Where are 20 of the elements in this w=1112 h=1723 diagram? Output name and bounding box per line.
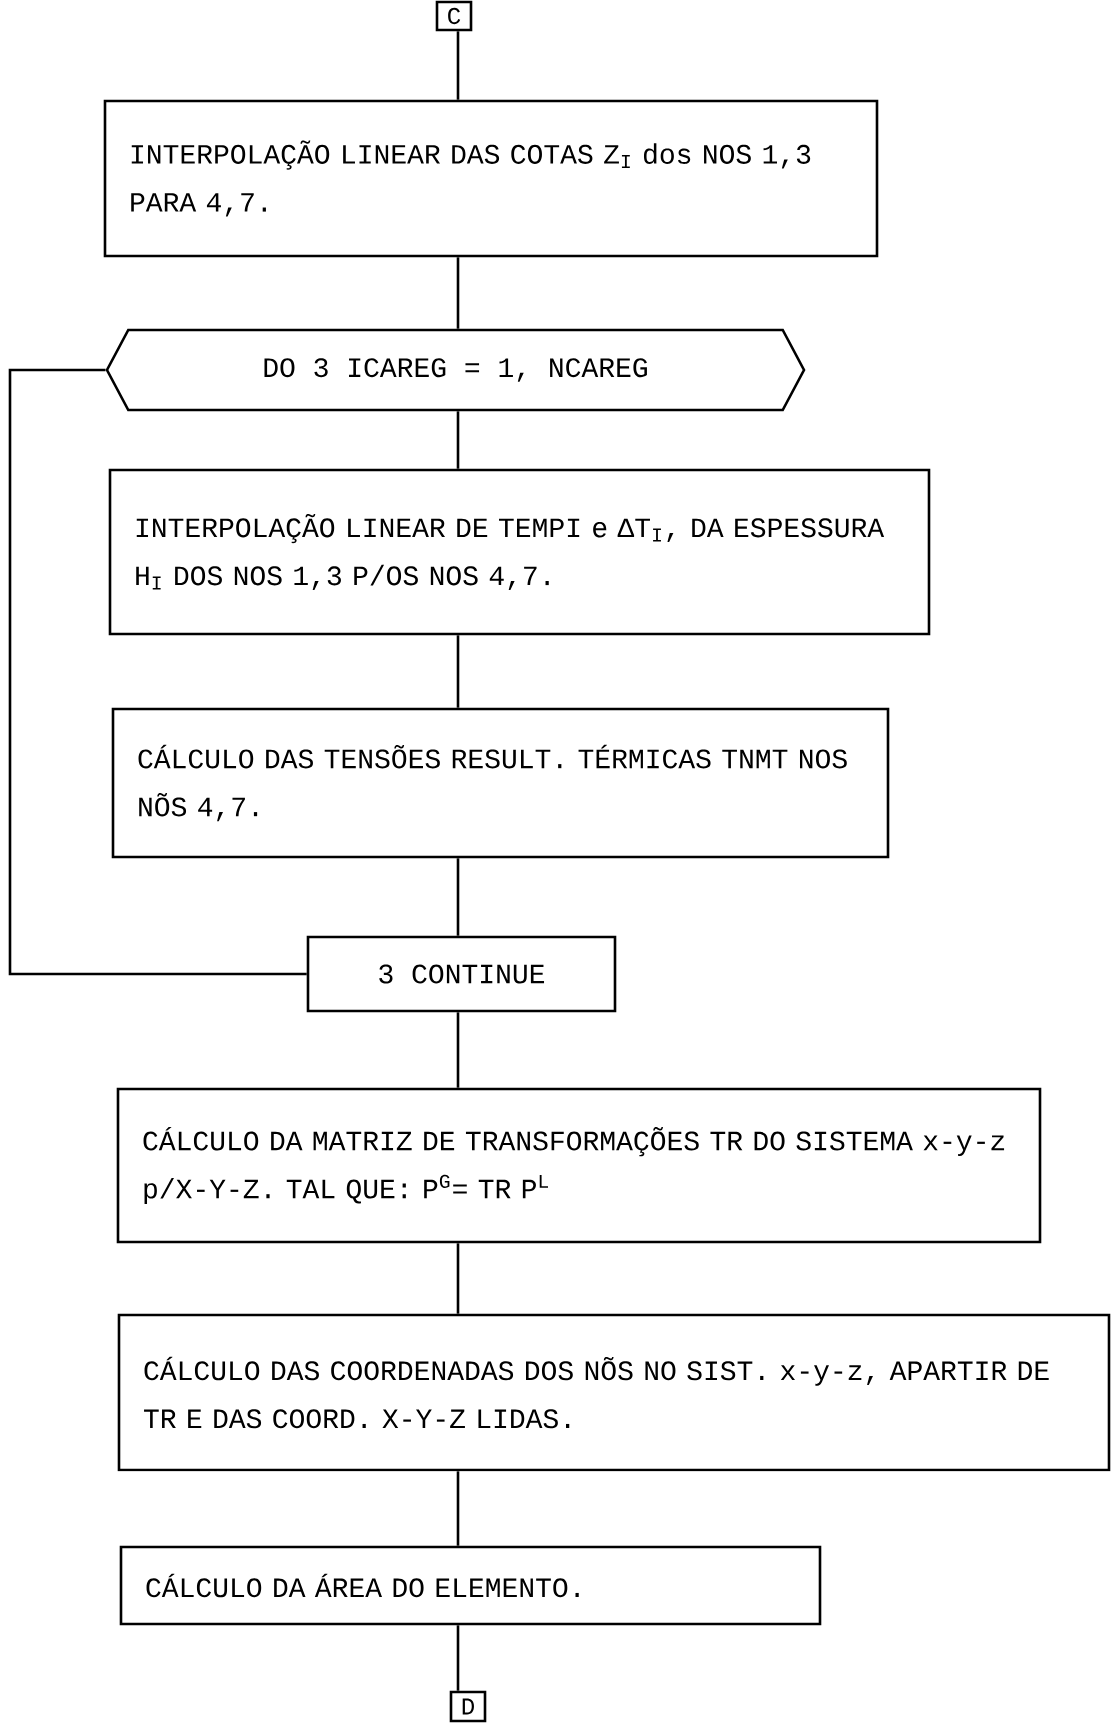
process-box: CÁLCULO DAS TENSÕES RESULT. TÉRMICAS TNMT NOS NÕS 4,7.	[111, 707, 890, 859]
connector-box: C	[435, 0, 473, 32]
connector-box: D	[449, 1690, 487, 1723]
process-box: 3 CONTINUE	[306, 935, 617, 1013]
process-box: INTERPOLAÇÃO LINEAR DAS COTAS Z$_{I}$ dos NOS 1,3 PARA 4,7.	[103, 99, 879, 258]
connector-line	[456, 635, 460, 708]
process-box: INTERPOLAÇÃO LINEAR DE TEMPI e ΔT$_{I}$, DA ESPESSURA H$_{I}$ DOS NOS 1,3 P/OS NOS 4,7.	[108, 468, 931, 636]
process-box: CÁLCULO DAS COORDENADAS DOS NÕS NO SIST. x-y-z, APARTIR DE TR E DAS COORD. X-Y-Z LIDAS.	[117, 1313, 1111, 1472]
process-box: CÁLCULO DA MATRIZ DE TRANSFORMAÇÕES TR DO SISTEMA x-y-z p/X-Y-Z. TAL QUE: P$^{G}$= TR P$^{L}$	[116, 1087, 1042, 1244]
connector-line	[456, 257, 460, 329]
process-box: CÁLCULO DA ÁREA DO ELEMENTO.	[119, 1545, 822, 1626]
loop-hexagon: DO 3 ICAREG = 1, NCAREG	[105, 328, 806, 412]
connector-line	[456, 858, 460, 936]
connector-line	[456, 1471, 460, 1546]
connector-line	[456, 1625, 460, 1691]
connector-line	[456, 1243, 460, 1314]
connector-line	[456, 1012, 460, 1088]
connector-line	[8, 368, 307, 976]
connector-line	[456, 411, 460, 469]
connector-line	[456, 31, 460, 100]
